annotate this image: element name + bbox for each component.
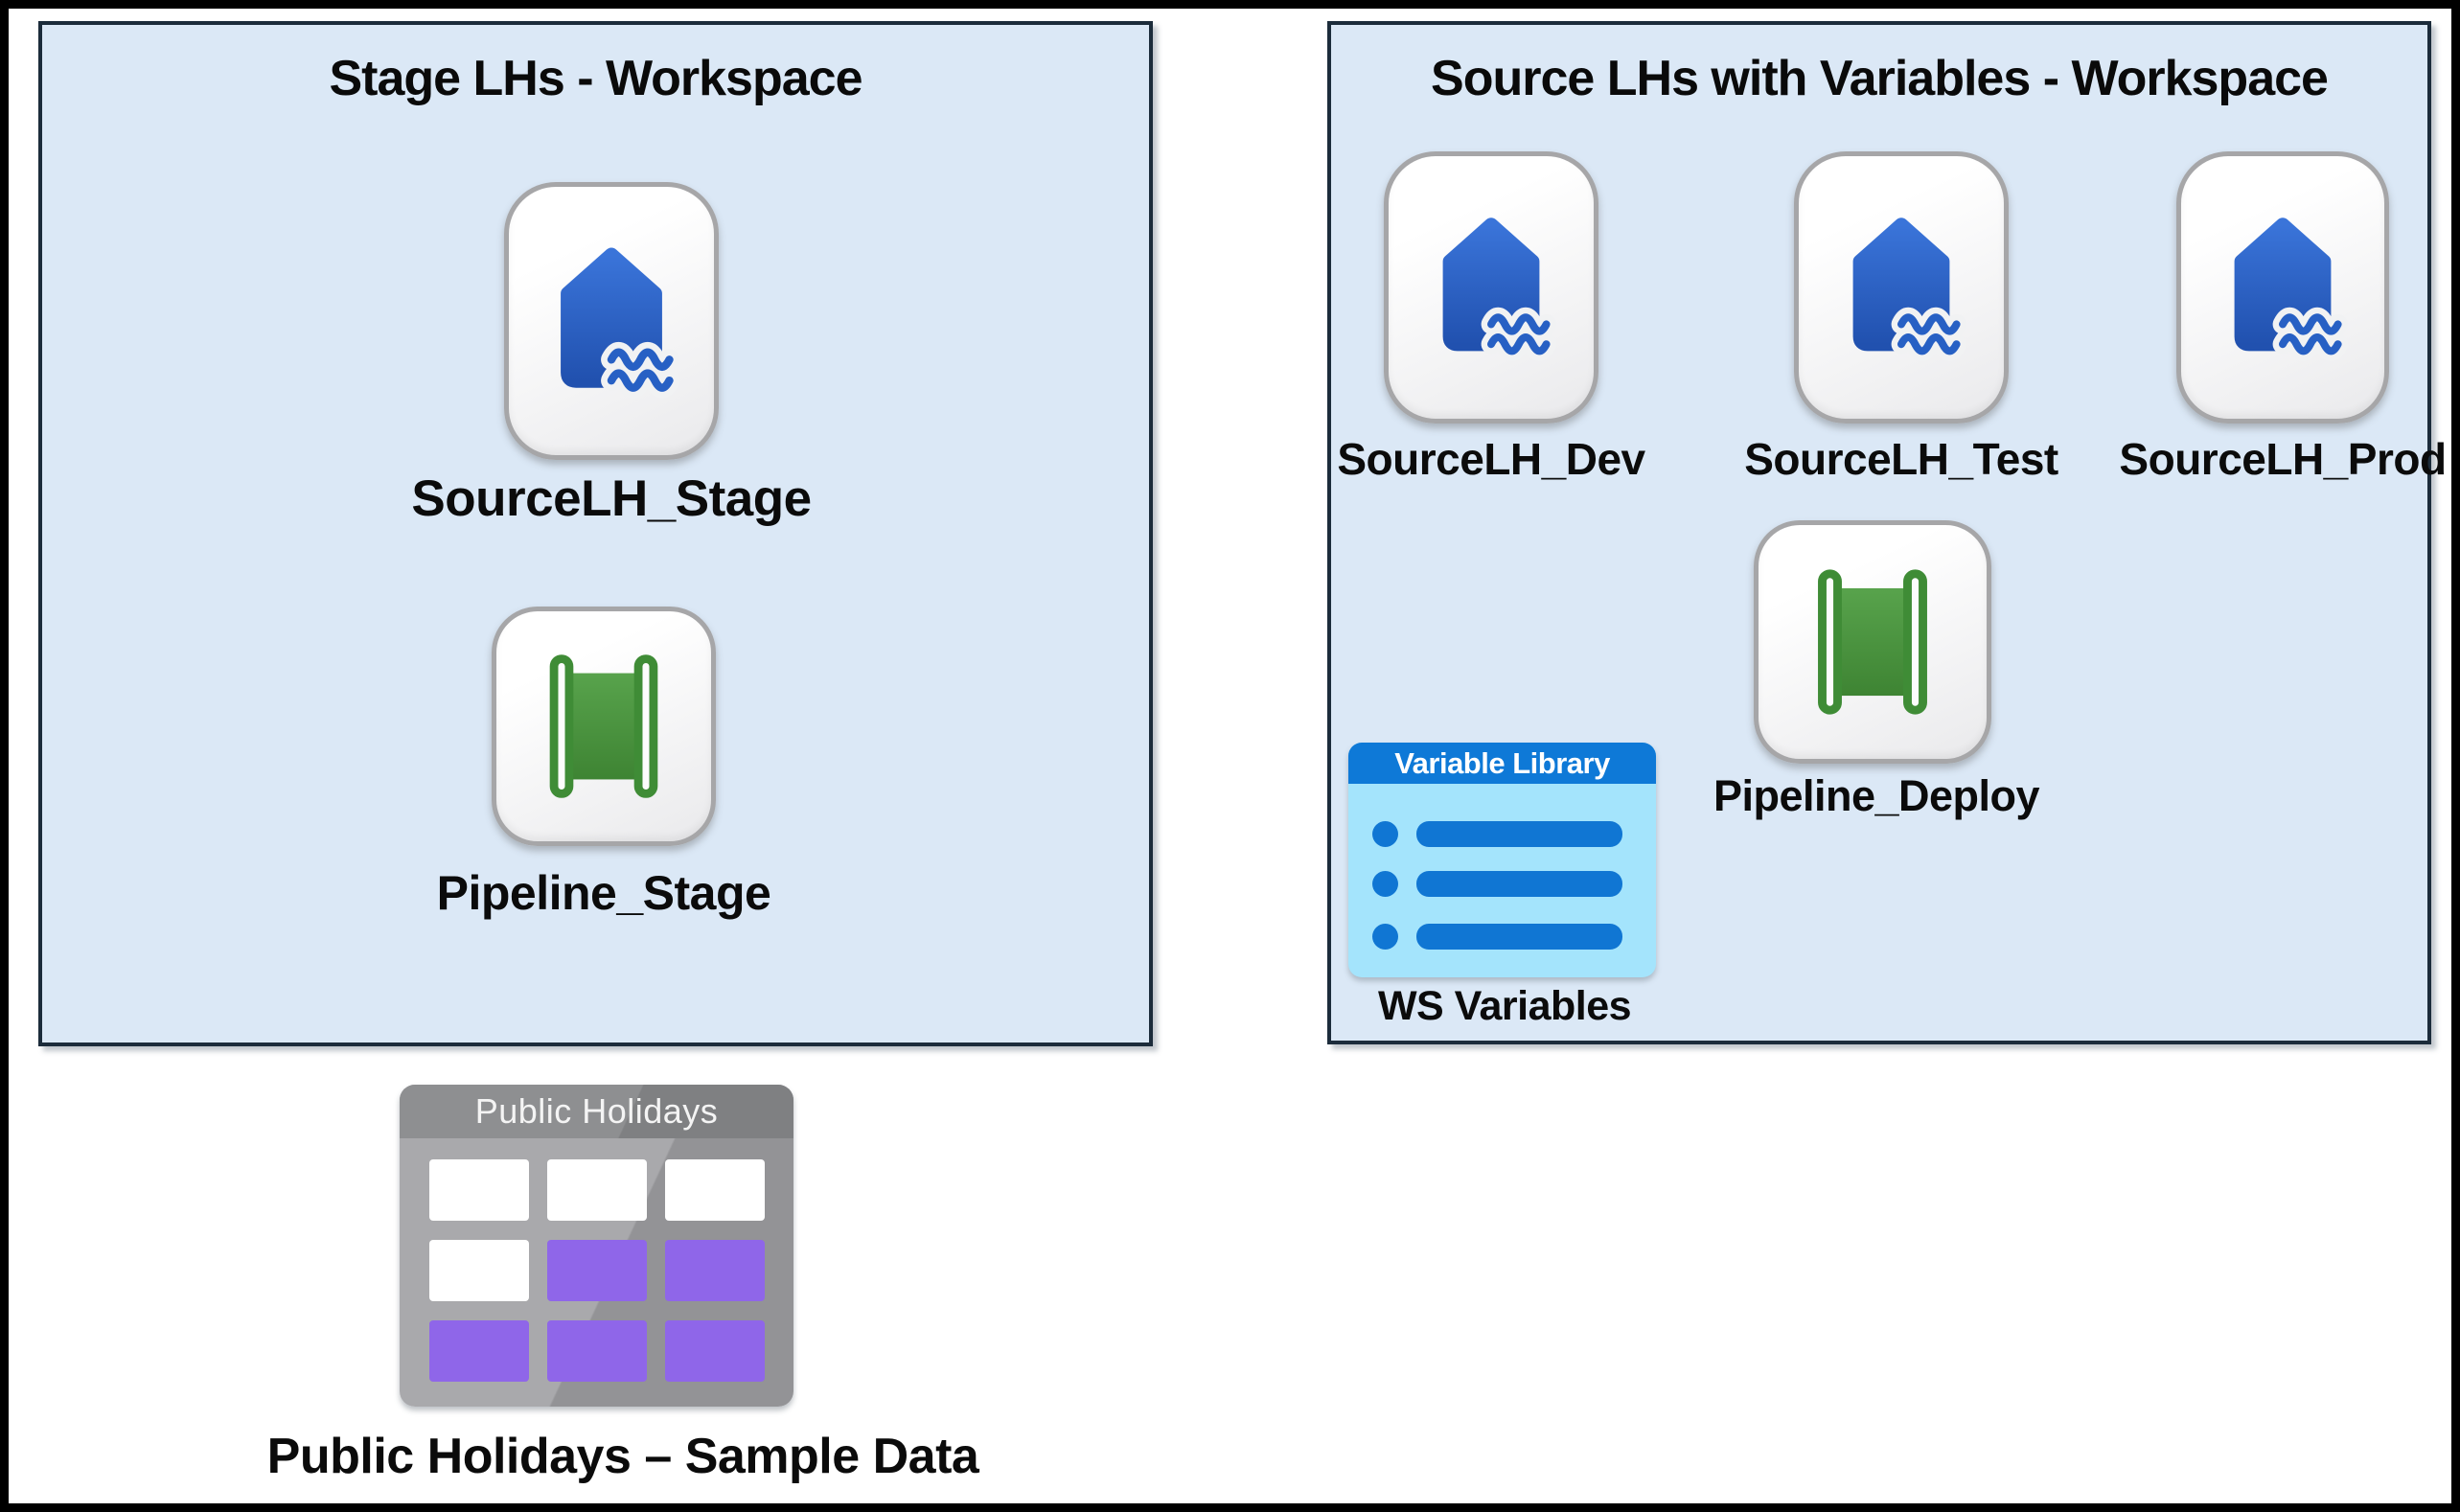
lakehouse-icon <box>1414 201 1568 374</box>
lakehouse-tile-prod <box>2176 151 2389 424</box>
item-label-pipeline-stage: Pipeline_Stage <box>436 866 771 920</box>
variable-library-tile: Variable Library <box>1348 743 1656 977</box>
lakehouse-icon <box>531 231 692 411</box>
variable-bar <box>1416 924 1622 950</box>
table-cell <box>547 1320 647 1382</box>
pipeline-icon <box>1787 555 1958 729</box>
item-label-sourcelh-stage: SourceLH_Stage <box>411 470 812 527</box>
table-grid <box>429 1159 765 1382</box>
workspace-source-title: Source LHs with Variables - Workspace <box>1431 51 2329 106</box>
item-label-sourcelh-test: SourceLH_Test <box>1744 434 2058 484</box>
table-cell <box>429 1159 529 1221</box>
table-cell <box>665 1320 765 1382</box>
workspace-stage-title: Stage LHs - Workspace <box>329 51 862 106</box>
table-cell <box>547 1240 647 1301</box>
lakehouse-tile-dev <box>1384 151 1598 424</box>
pipeline-icon <box>519 640 688 813</box>
pipeline-tile-stage <box>492 607 716 846</box>
item-label-sourcelh-prod: SourceLH_Prod <box>2119 434 2447 484</box>
item-label-ws-variables: WS Variables <box>1377 983 1632 1029</box>
bullet-dot <box>1372 871 1398 897</box>
lakehouse-tile-stage <box>504 182 719 460</box>
lakehouse-icon <box>1825 201 1978 374</box>
table-icon: Public Holidays <box>400 1085 793 1138</box>
lakehouse-icon <box>2206 201 2359 374</box>
pipeline-tile-deploy <box>1754 520 1991 764</box>
item-label-public-holidays: Public Holidays – Sample Data <box>266 1429 979 1484</box>
bullet-dot <box>1372 821 1398 847</box>
variable-library-icon: Variable Library <box>1348 743 1656 784</box>
table-cell <box>429 1240 529 1301</box>
table-tile-public-holidays: Public Holidays <box>400 1085 793 1407</box>
lakehouse-tile-test <box>1794 151 2009 424</box>
variable-bar <box>1416 821 1622 847</box>
table-cell <box>429 1320 529 1382</box>
table-cell <box>665 1159 765 1221</box>
variable-bar <box>1416 871 1622 897</box>
table-cell <box>665 1240 765 1301</box>
item-label-sourcelh-dev: SourceLH_Dev <box>1337 434 1645 484</box>
table-cell <box>547 1159 647 1221</box>
item-label-pipeline-deploy: Pipeline_Deploy <box>1713 771 2040 820</box>
bullet-dot <box>1372 924 1398 950</box>
